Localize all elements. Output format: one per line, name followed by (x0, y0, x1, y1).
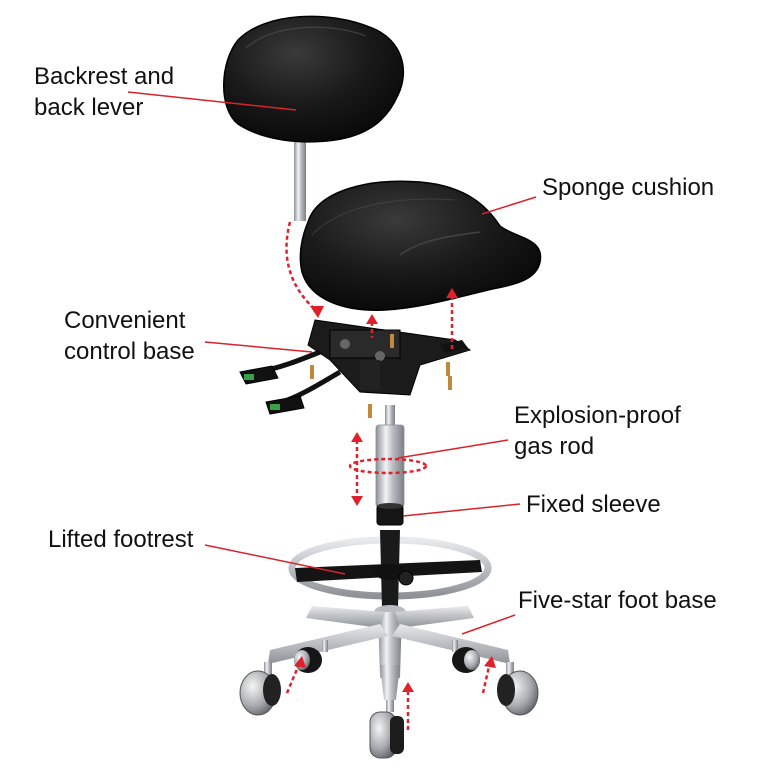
arrow-caster-left (285, 661, 302, 694)
leader-gas-rod (397, 439, 509, 459)
caster-front (369, 700, 404, 759)
label-footrest: Lifted footrest (48, 526, 194, 553)
label-five-star-base: Five-star foot base (518, 587, 717, 614)
arrow-gas-rotation (348, 457, 428, 475)
caster-right (497, 662, 539, 716)
label-cushion: Sponge cushion (542, 174, 715, 201)
back-lever-rod (294, 135, 306, 221)
leader-cushion (481, 196, 537, 215)
caster-back-right (452, 640, 480, 673)
label-backrest-line2: back lever (34, 94, 144, 121)
control-base (239, 319, 472, 418)
assembly-arrows (285, 221, 492, 730)
leader-base (461, 614, 516, 635)
label-backrest-line1: Backrest and (34, 63, 175, 90)
label-gasrod-line1: Explosion-proof (514, 402, 681, 429)
label-gasrod-line2: gas rod (514, 433, 595, 460)
gas-rod (375, 405, 405, 508)
leader-fixed-sleeve (402, 503, 521, 517)
footrest (288, 530, 492, 608)
caster-left (239, 662, 281, 716)
leader-footrest (204, 544, 346, 575)
fixed-sleeve (376, 503, 404, 526)
label-control-base: Convenient control base (64, 305, 195, 367)
arrow-caster-right (481, 661, 492, 694)
casters (239, 640, 539, 759)
curved-arrow-backrest (285, 221, 319, 313)
label-control-line2: control base (64, 338, 195, 365)
label-fixed-sleeve: Fixed sleeve (526, 491, 661, 518)
leader-lines (127, 91, 537, 635)
leader-control-base (204, 341, 313, 353)
label-backrest: Backrest and back lever (34, 61, 174, 123)
arrow-heads (294, 288, 496, 692)
backrest (223, 15, 405, 221)
label-control-line1: Convenient (64, 307, 186, 334)
leader-backrest (127, 91, 297, 111)
label-gas-rod: Explosion-proof gas rod (514, 400, 681, 462)
sponge-cushion (299, 180, 542, 311)
five-star-base (268, 605, 510, 700)
